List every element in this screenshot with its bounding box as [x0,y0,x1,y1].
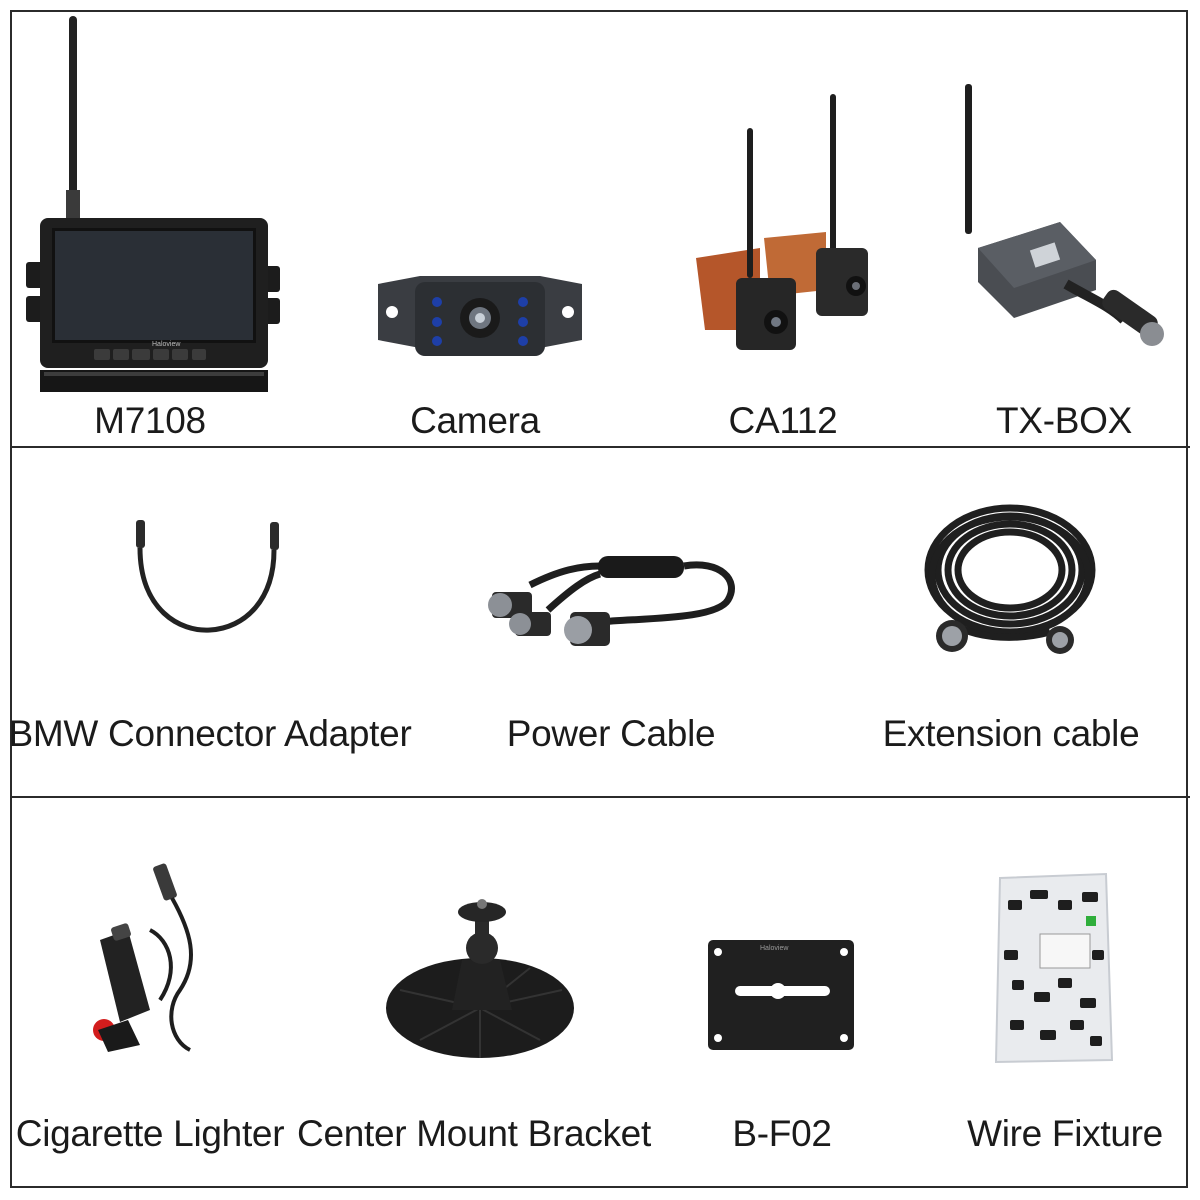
item-label-tx-box: TX-BOX [996,400,1132,441]
item-label-center-mount-bracket: Center Mount Bracket [297,1113,651,1154]
item-label-b-f02: B-F02 [732,1113,832,1154]
item-label-m7108: M7108 [94,400,206,441]
plate-logo: Haloview [760,945,789,952]
row-divider-1 [10,446,1190,448]
item-label-camera: Camera [410,400,540,441]
item-label-cigarette-lighter: Cigarette Lighter [15,1113,285,1154]
item-label-wire-fixture: Wire Fixture [967,1113,1163,1154]
item-label-extension-cable: Extension cable [882,713,1140,754]
monitor-screen-logo: Haloview [152,341,181,348]
item-label-bmw-connector-adapter: BMW Connector Adapter [8,713,412,754]
row-divider-2 [10,796,1190,798]
product-grid-frame [10,10,1188,1188]
item-label-ca112: CA112 [728,400,838,441]
item-label-power-cable: Power Cable [506,713,716,754]
